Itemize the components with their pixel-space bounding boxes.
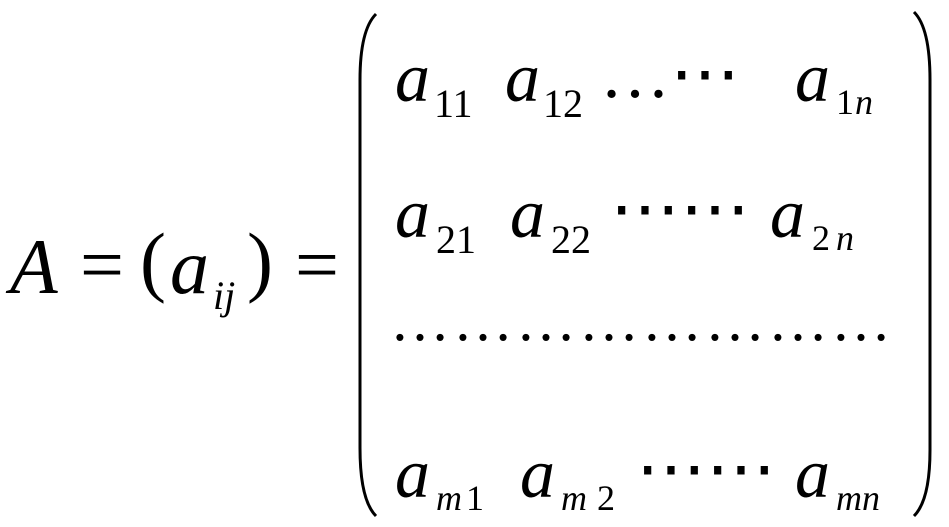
- subscript-22: 22: [551, 217, 591, 262]
- matrix-symbol-A: A: [10, 223, 58, 310]
- element-a21: a: [395, 176, 430, 253]
- element-a2n: a: [770, 176, 805, 253]
- subscript-1n-variable: n: [855, 82, 873, 122]
- element-a22: a: [510, 176, 545, 253]
- subscript-11: 11: [434, 81, 473, 126]
- subscript-m1-number: 1: [466, 478, 484, 518]
- subscript-2n-variable: n: [836, 218, 854, 258]
- row4-ellipsis: ⋯⋯: [636, 431, 776, 508]
- right-parenthesis: ): [247, 217, 273, 304]
- subscript-12: 12: [543, 81, 583, 126]
- element-a11: a: [395, 40, 430, 117]
- element-a1n: a: [795, 40, 830, 117]
- subscript-mn: mn: [836, 478, 880, 518]
- element-a12: a: [505, 40, 540, 117]
- row1-ellipsis: …⋯: [600, 36, 740, 113]
- subscript-ij: ij: [213, 273, 236, 318]
- row2-ellipsis: ⋯⋯: [610, 171, 750, 248]
- subscript-m2-number: 2: [597, 478, 615, 518]
- equals-sign-1: =: [80, 221, 124, 308]
- subscript-2n-number: 2: [812, 218, 830, 258]
- left-parenthesis: (: [140, 217, 166, 304]
- element-am1: a: [395, 436, 430, 513]
- equals-sign-2: =: [295, 221, 339, 308]
- row3-ellipsis: ……………………: [390, 287, 894, 353]
- subscript-m1-variable: m: [436, 478, 462, 518]
- element-a: a: [170, 223, 209, 310]
- subscript-1n-number: 1: [836, 82, 854, 122]
- subscript-21: 21: [436, 217, 476, 262]
- element-am2: a: [520, 436, 555, 513]
- element-amn: a: [795, 436, 830, 513]
- subscript-m2-variable: m: [561, 478, 587, 518]
